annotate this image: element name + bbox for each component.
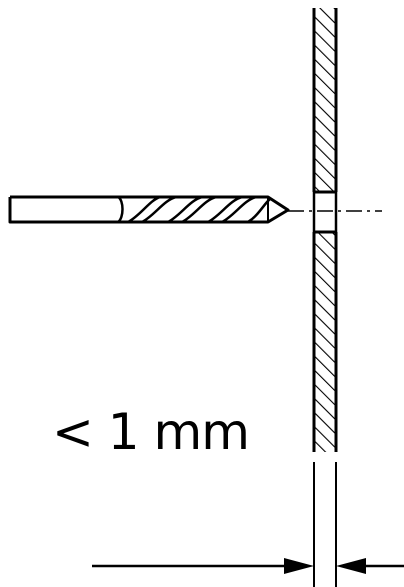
drill-hole	[312, 190, 338, 234]
thickness-dimension-label: < 1 mm	[52, 403, 250, 461]
wall-lower-section	[312, 232, 338, 452]
wall-upper-section	[312, 8, 338, 192]
drill-flutes	[127, 195, 271, 224]
extension-lines	[313, 462, 337, 587]
drill-bit	[8, 195, 290, 224]
dimension-arrow-right	[336, 558, 404, 574]
dimension-arrow-left	[92, 558, 314, 574]
drill-shank	[8, 195, 118, 224]
drill-flute-body	[118, 195, 290, 224]
